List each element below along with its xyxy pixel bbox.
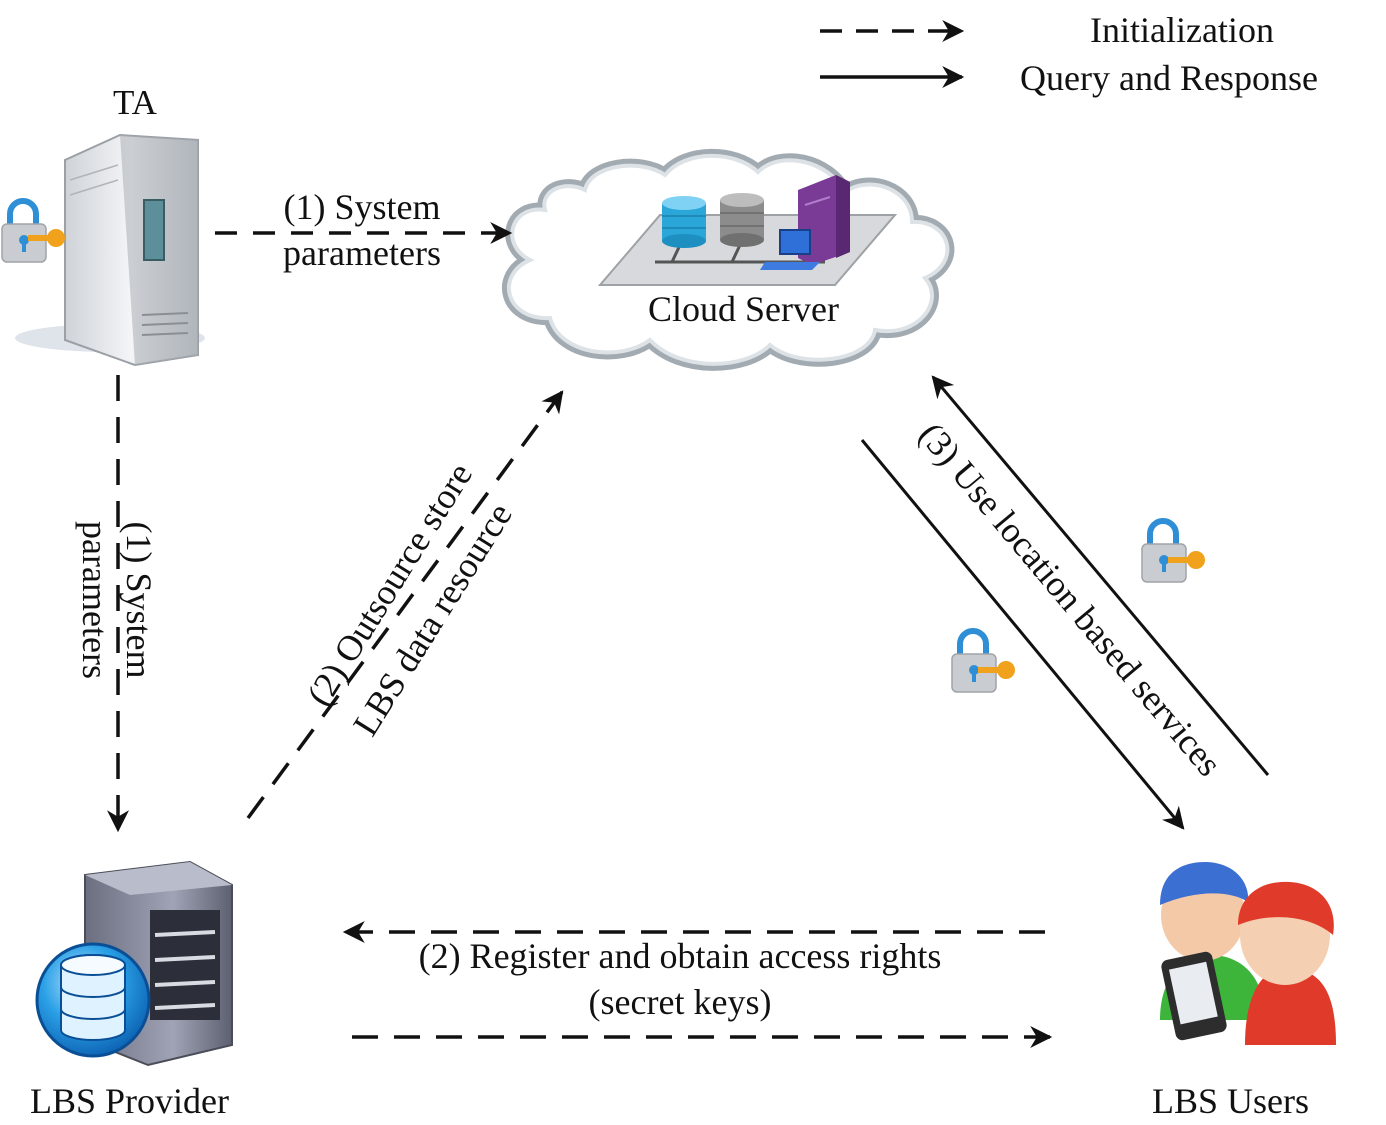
- lock-key-icon: [951, 628, 1015, 693]
- cloud-icon: [501, 148, 955, 371]
- database-gray-icon: [720, 193, 764, 247]
- database-icon: [35, 942, 151, 1058]
- edge-label-ta-provider-2: parameters: [75, 521, 115, 679]
- lock-key-icon: [1, 198, 65, 263]
- lbs-provider-label: LBS Provider: [30, 1081, 230, 1121]
- edge-label-register-1: (2) Register and obtain access rights: [418, 936, 942, 976]
- database-icon: [662, 196, 706, 248]
- lbs-users-label: LBS Users: [1152, 1081, 1310, 1121]
- legend-initialization-label: Initialization: [1090, 10, 1274, 50]
- arrow-cloud-to-users: [860, 439, 1185, 830]
- lock-key-icon: [1141, 518, 1205, 583]
- edge-label-ta-cloud-1: (1) System: [283, 187, 441, 227]
- edge-label-ta-cloud-2: parameters: [283, 233, 441, 273]
- arrow-users-to-cloud: [931, 375, 1270, 776]
- arrow-provider-to-cloud: [246, 390, 564, 820]
- cloud-server-label: Cloud Server: [648, 289, 839, 329]
- monitor-icon: [760, 229, 820, 270]
- legend-query-response-label: Query and Response: [1020, 58, 1318, 98]
- smartphone-icon: [1161, 951, 1227, 1041]
- ta-label: TA: [113, 83, 157, 122]
- edge-label-ta-provider-1: (1) System: [119, 521, 159, 679]
- edge-label-register-2: (secret keys): [588, 982, 772, 1022]
- server-tower-icon: [15, 133, 205, 367]
